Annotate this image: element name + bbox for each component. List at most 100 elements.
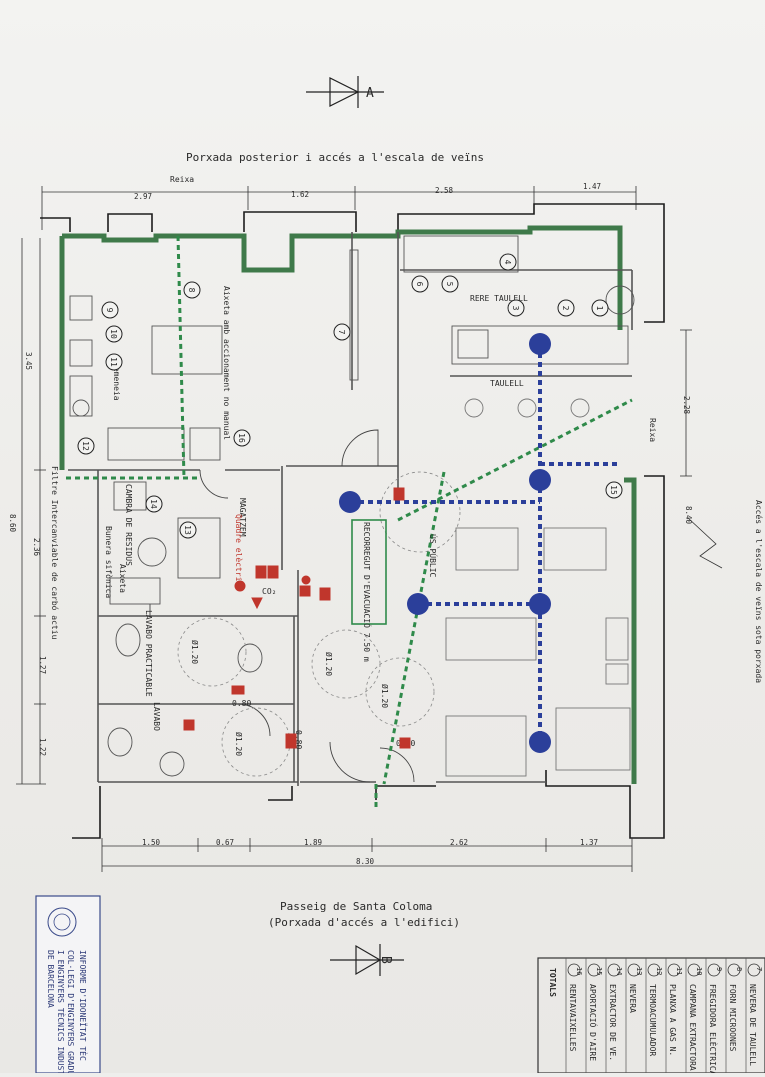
equipment-marker-number: 15 <box>609 485 618 495</box>
evacuation-route-box: RECORREGUT D'EVACUACIÓ 7.50 m <box>351 519 387 662</box>
equipment-marker-7: 7 <box>333 323 351 341</box>
turning-circle-label-4: Ø1.20 <box>380 684 390 708</box>
left-dimension-lines <box>16 238 46 785</box>
door-width-label-1: 0.80 <box>232 699 251 708</box>
equipment-marker-number: 8 <box>187 288 196 293</box>
room-taulell: TAULELL <box>490 379 524 388</box>
section-a-letter: A <box>366 86 374 101</box>
equipment-marker-9: 9 <box>101 301 119 319</box>
equipment-marker-circle <box>441 275 459 293</box>
legend-row-number: 9 <box>715 967 723 971</box>
blue-route-node <box>529 469 551 491</box>
stamp-line-4: DE BARCELONA <box>46 950 55 1008</box>
legend-row-number: 13 <box>635 967 643 975</box>
equipment-marker-circle <box>333 323 351 341</box>
legend-row-text: EXTRACTOR DE VE. <box>608 984 617 1061</box>
legend-row-text: APORTACIÓ D'AIRE <box>588 984 599 1061</box>
room-lavabo: LAVABO <box>152 702 161 731</box>
blue-route-node <box>407 593 429 615</box>
door-swings <box>149 429 415 783</box>
legend-row-number-circle <box>727 963 741 977</box>
interior-partitions <box>68 232 633 786</box>
green-dashed-lines <box>66 235 633 785</box>
equipment-marker-circle <box>411 275 429 293</box>
turning-circle-label-3: Ø1.20 <box>324 652 334 676</box>
equipment-marker-11: 11 <box>105 353 123 371</box>
legend-row-text: TERMOACUMULADOR <box>648 984 657 1056</box>
equipment-marker-circle <box>105 353 123 371</box>
top-dim-1: 2.97 <box>134 192 152 201</box>
equipment-marker-8: 8 <box>183 281 201 299</box>
equipment-marker-4: 4 <box>499 253 517 271</box>
evacuation-route-label: RECORREGUT D'EVACUACIÓ 7.50 m <box>362 522 373 662</box>
legend-row-text: PLANXA A GAS N. <box>668 984 677 1056</box>
equipment-marker-number: 10 <box>109 329 118 339</box>
equipment-marker-circle <box>591 299 609 317</box>
safety-symbols <box>183 487 411 749</box>
equipment-marker-number: 12 <box>81 441 90 451</box>
equipment-marker-number: 2 <box>561 306 570 311</box>
blue-route-node <box>339 491 361 513</box>
legend-row-number: 11 <box>675 967 683 975</box>
room-rere-taulell: RERE TAULELL <box>470 294 528 303</box>
legend-row-number: 8 <box>735 967 743 971</box>
equipment-marker-number: 16 <box>237 433 246 443</box>
legend-row-number-circle <box>647 963 661 977</box>
legend-row-number-circle <box>707 963 721 977</box>
legend-row-text: FORN MICROONES <box>728 984 737 1052</box>
right-side-text: Accés a l'escala de veïns sota porxada <box>754 500 764 683</box>
equipment-marker-number: 6 <box>415 282 424 287</box>
legend-row-number-circle <box>747 963 761 977</box>
legend-totals: TOTALS <box>548 968 557 997</box>
stamp-line-1: INFORME D'IDONEÏTAT TÈC <box>78 950 89 1061</box>
bottom-caption-2: (Porxada d'accés a l'edifici) <box>268 916 460 929</box>
blue-route-node <box>529 731 551 753</box>
equipment-marker-circle <box>499 253 517 271</box>
equipment-marker-circle <box>507 299 525 317</box>
top-dimension-line <box>41 186 637 230</box>
top-caption: Porxada posterior i accés a l'escala de … <box>186 151 484 164</box>
equipment-marker-14: 14 <box>145 495 163 513</box>
equipment-marker-circle <box>101 301 119 319</box>
legend-row-text: CAMPANA EXTRACTORA <box>688 984 697 1071</box>
label-filtre-carbo: Filtre Intercanviable de carbó actiu <box>50 466 60 640</box>
turning-circle-label-2: Ø1.20 <box>234 732 244 756</box>
equipment-marker-number: 13 <box>183 525 192 535</box>
top-dim-4: 1.47 <box>583 182 601 191</box>
equipment-marker-circle <box>105 325 123 343</box>
section-b-letter: B <box>378 956 393 964</box>
right-dim-1: 2.28 <box>682 396 691 415</box>
equipment-marker-16: 16 <box>233 429 251 447</box>
reixa-label-top: Reixa <box>170 175 194 184</box>
equipment-marker-6: 6 <box>411 275 429 293</box>
equipment-marker-circle <box>233 429 251 447</box>
equipment-marker-15: 15 <box>605 481 623 499</box>
room-lavabo-practicable: LAVABO PRACTICABLE <box>144 610 153 697</box>
structural-walls <box>40 203 665 839</box>
legend-row-number-circle <box>607 963 621 977</box>
left-dim-3: 1.27 <box>38 656 47 674</box>
equipment-marker-circle <box>605 481 623 499</box>
bottom-dimension-lines <box>101 838 633 872</box>
left-dim-2: 2.36 <box>32 538 41 557</box>
seating-furniture <box>445 398 631 777</box>
equipment-marker-3: 3 <box>507 299 525 317</box>
room-us-public: ÚS PÚBLIC <box>428 534 439 578</box>
equipment-marker-number: 3 <box>511 306 520 311</box>
left-total: 8.60 <box>8 514 17 533</box>
equipment-marker-circle <box>557 299 575 317</box>
equipment-marker-number: 11 <box>109 357 118 367</box>
co2-label: CO₂ <box>262 587 276 596</box>
bottom-caption-1: Passeig de Santa Coloma <box>280 900 432 913</box>
